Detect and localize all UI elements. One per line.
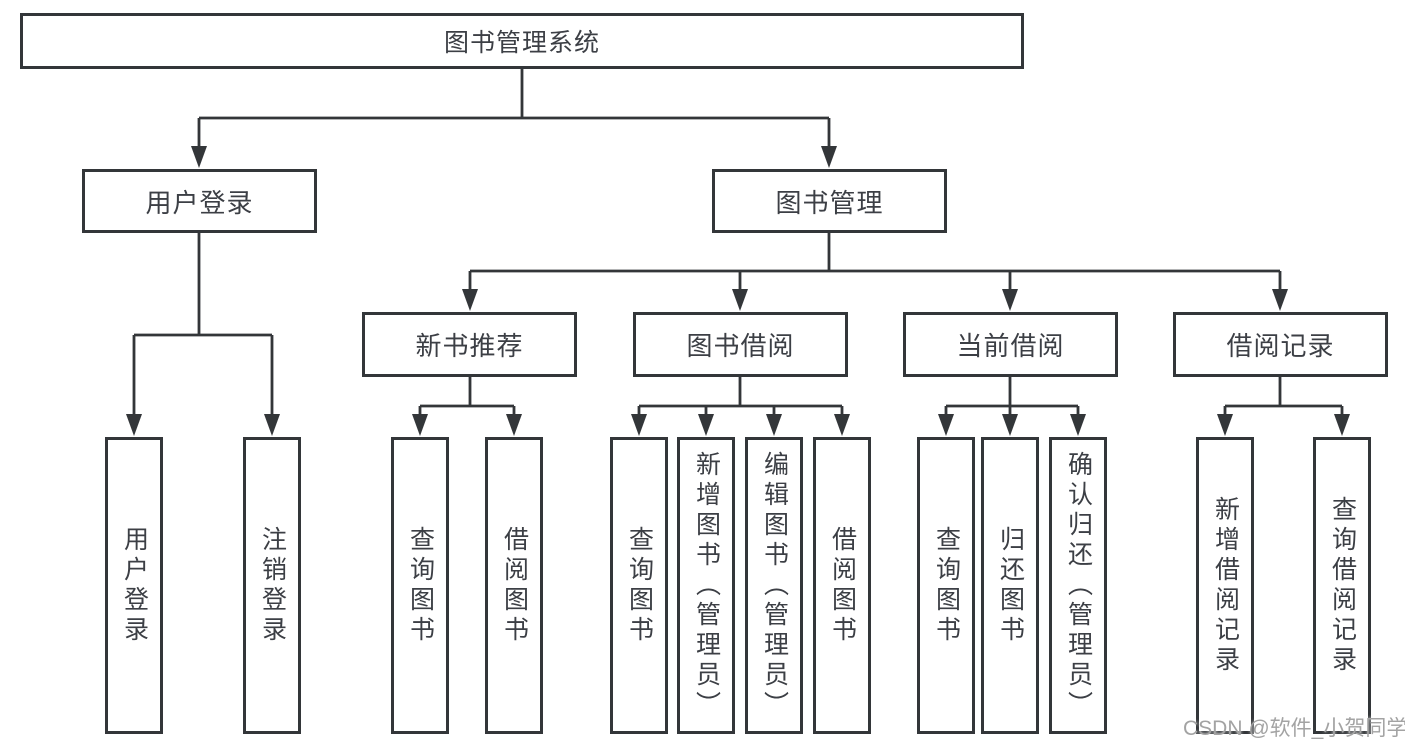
new-book-recommend-node: 新书推荐 bbox=[362, 312, 577, 377]
leaf-current-query-books-label: 查询图书 bbox=[932, 525, 961, 646]
leaf-borrowing-borrow-books-label: 借阅图书 bbox=[828, 525, 857, 646]
user-login-node: 用户登录 bbox=[82, 169, 317, 233]
leaf-logout: 注销登录 bbox=[243, 437, 301, 734]
leaf-recommend-borrow-books-label: 借阅图书 bbox=[500, 525, 529, 646]
csdn-watermark: CSDN @软件_小贺同学 bbox=[1183, 717, 1405, 740]
leaf-user-login-label: 用户登录 bbox=[120, 525, 149, 646]
current-borrowing-node: 当前借阅 bbox=[903, 312, 1118, 377]
leaf-add-borrow-record: 新增借阅记录 bbox=[1196, 437, 1254, 734]
leaf-add-borrow-record-label: 新增借阅记录 bbox=[1211, 495, 1240, 676]
leaf-user-login: 用户登录 bbox=[105, 437, 163, 734]
leaf-confirm-return-admin: 确认归还（管理员） bbox=[1049, 437, 1107, 734]
book-management-node: 图书管理 bbox=[712, 169, 947, 233]
leaf-return-books-label: 归还图书 bbox=[996, 525, 1025, 646]
book-management-node-label: 图书管理 bbox=[775, 187, 884, 218]
leaf-borrowing-borrow-books: 借阅图书 bbox=[813, 437, 871, 734]
leaf-query-borrow-record: 查询借阅记录 bbox=[1313, 437, 1371, 734]
leaf-borrowing-query-books: 查询图书 bbox=[610, 437, 668, 734]
current-borrowing-label: 当前借阅 bbox=[956, 331, 1065, 361]
leaf-add-book-admin-label: 新增图书（管理员） bbox=[692, 450, 721, 721]
leaf-edit-book-admin: 编辑图书（管理员） bbox=[745, 437, 803, 734]
user-login-node-label: 用户登录 bbox=[145, 187, 254, 218]
leaf-current-query-books: 查询图书 bbox=[917, 437, 975, 734]
leaf-recommend-borrow-books: 借阅图书 bbox=[485, 437, 543, 734]
leaf-query-borrow-record-label: 查询借阅记录 bbox=[1328, 495, 1357, 676]
leaf-return-books: 归还图书 bbox=[981, 437, 1039, 734]
borrowing-records-node: 借阅记录 bbox=[1173, 312, 1388, 377]
leaf-add-book-admin: 新增图书（管理员） bbox=[677, 437, 735, 734]
book-borrowing-label: 图书借阅 bbox=[686, 331, 795, 361]
root-node: 图书管理系统 bbox=[20, 13, 1024, 69]
leaf-logout-label: 注销登录 bbox=[258, 525, 287, 646]
borrowing-records-label: 借阅记录 bbox=[1226, 331, 1335, 361]
leaf-recommend-query-books: 查询图书 bbox=[391, 437, 449, 734]
leaf-confirm-return-admin-label: 确认归还（管理员） bbox=[1064, 450, 1093, 721]
new-book-recommend-label: 新书推荐 bbox=[415, 331, 524, 361]
leaf-borrowing-query-books-label: 查询图书 bbox=[625, 525, 654, 646]
leaf-edit-book-admin-label: 编辑图书（管理员） bbox=[760, 450, 789, 721]
root-node-label: 图书管理系统 bbox=[443, 29, 600, 57]
book-borrowing-node: 图书借阅 bbox=[633, 312, 848, 377]
leaf-recommend-query-books-label: 查询图书 bbox=[406, 525, 435, 646]
